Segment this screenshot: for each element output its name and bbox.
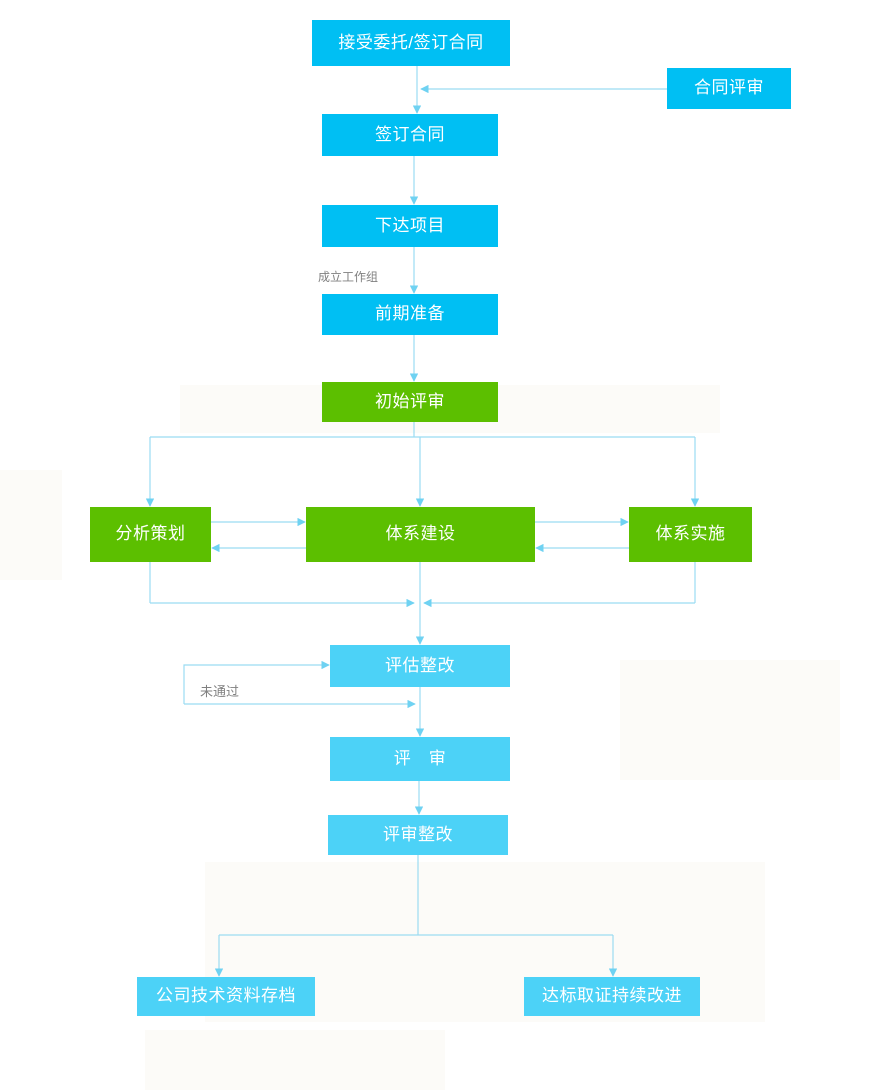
node-company-technical-archive[interactable]: 公司技术资料存档	[137, 977, 315, 1016]
node-contract-review[interactable]: 合同评审	[667, 68, 791, 109]
node-issue-project[interactable]: 下达项目	[322, 205, 498, 247]
node-accept-commission[interactable]: 接受委托/签订合同	[312, 20, 510, 66]
node-sign-contract[interactable]: 签订合同	[322, 114, 498, 156]
node-review-rectification[interactable]: 评审整改	[328, 815, 508, 855]
edge-label-not-passed: 未通过	[200, 684, 240, 699]
node-system-implementation[interactable]: 体系实施	[629, 507, 752, 562]
background-artifact	[145, 1030, 445, 1090]
background-artifact	[0, 470, 62, 580]
node-preliminary-preparation[interactable]: 前期准备	[322, 294, 498, 335]
node-certification-improvement[interactable]: 达标取证持续改进	[524, 977, 700, 1016]
node-analysis-planning[interactable]: 分析策划	[90, 507, 211, 562]
node-initial-review[interactable]: 初始评审	[322, 382, 498, 422]
edge-label-form-workgroup: 成立工作组	[318, 270, 379, 284]
node-assessment-rectification[interactable]: 评估整改	[330, 645, 510, 687]
node-system-construction[interactable]: 体系建设	[306, 507, 535, 562]
background-artifact	[620, 660, 840, 780]
node-review[interactable]: 评 审	[330, 737, 510, 781]
